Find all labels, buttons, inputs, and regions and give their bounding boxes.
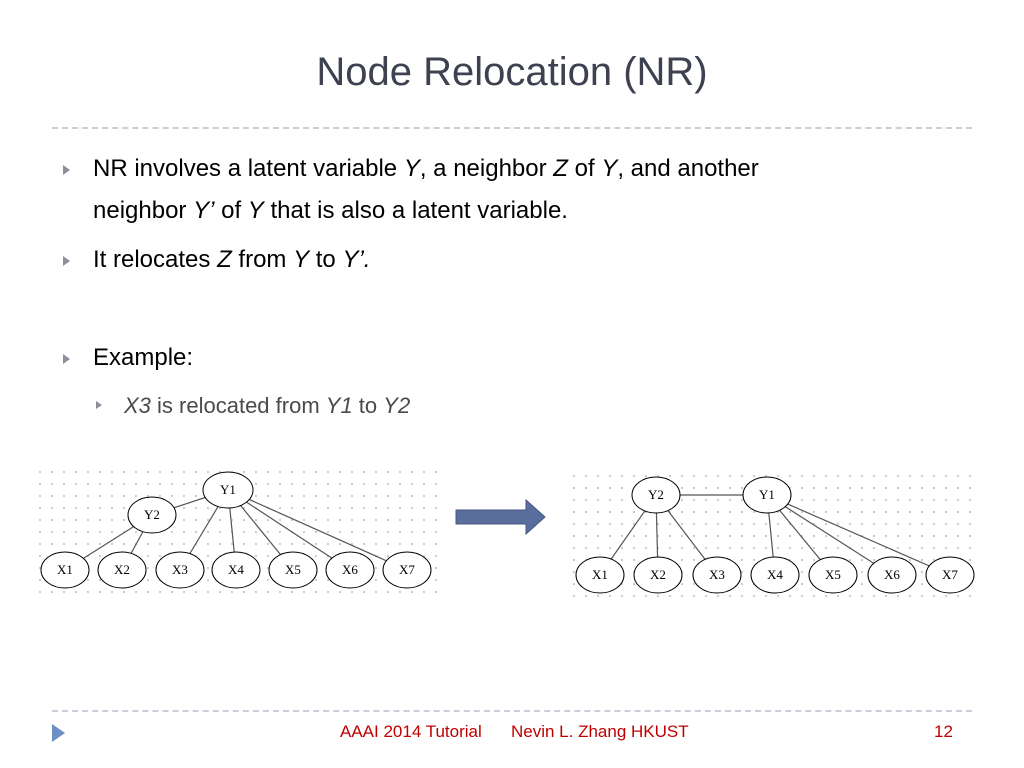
node-X6 xyxy=(325,551,375,589)
bullet-2: It relocates Z from Y to Y’. xyxy=(93,246,371,273)
label-X6: X6 xyxy=(342,562,358,577)
label-X5: X5 xyxy=(825,567,841,582)
label-X7: X7 xyxy=(399,562,415,577)
corner-triangle-icon xyxy=(52,724,65,742)
node-X3 xyxy=(692,556,742,594)
sub-bullet-example: X3 is relocated from Y1 to Y2 xyxy=(124,393,411,418)
node-X4 xyxy=(211,551,261,589)
label-X1: X1 xyxy=(57,562,73,577)
label-X2: X2 xyxy=(650,567,666,582)
page-number: 12 xyxy=(934,722,953,741)
label-X3: X3 xyxy=(709,567,725,582)
node-Y2 xyxy=(631,476,681,514)
footer-divider xyxy=(52,710,972,712)
node-Y1 xyxy=(202,471,254,509)
label-X7: X7 xyxy=(942,567,958,582)
node-X5 xyxy=(268,551,318,589)
bullet-1-line-2: neighbor Y’ of Y that is also a latent v… xyxy=(93,197,568,224)
node-X6 xyxy=(867,556,917,594)
label-X4: X4 xyxy=(767,567,783,582)
label-X4: X4 xyxy=(228,562,244,577)
title-divider xyxy=(52,127,972,129)
sub-bullet-arrow-icon xyxy=(96,401,102,409)
bullet-arrow-icon xyxy=(63,256,70,266)
slide-title: Node Relocation (NR) xyxy=(316,50,708,94)
label-X5: X5 xyxy=(285,562,301,577)
node-X4 xyxy=(750,556,800,594)
node-X5 xyxy=(808,556,858,594)
node-X1 xyxy=(40,551,90,589)
node-X7 xyxy=(382,551,432,589)
footer-author: Nevin L. Zhang HKUST xyxy=(511,722,689,741)
bullet-arrow-icon xyxy=(63,165,70,175)
label-X3: X3 xyxy=(172,562,188,577)
label-Y1: Y1 xyxy=(220,482,236,497)
label-Y2: Y2 xyxy=(648,487,664,502)
label-Y2: Y2 xyxy=(144,507,160,522)
label-X6: X6 xyxy=(884,567,900,582)
node-X2 xyxy=(633,556,683,594)
node-Y2 xyxy=(127,496,177,534)
label-Y1: Y1 xyxy=(759,487,775,502)
label-X2: X2 xyxy=(114,562,130,577)
transition-arrow-icon xyxy=(455,498,546,536)
bullet-3: Example: xyxy=(93,344,194,371)
node-X3 xyxy=(155,551,205,589)
node-X2 xyxy=(97,551,147,589)
bullet-1-line-1: NR involves a latent variable Y, a neigh… xyxy=(93,155,759,182)
node-X7 xyxy=(925,556,975,594)
node-X1 xyxy=(575,556,625,594)
footer-conference: AAAI 2014 Tutorial xyxy=(340,722,482,741)
label-X1: X1 xyxy=(592,567,608,582)
node-Y1 xyxy=(742,476,792,514)
bullet-arrow-icon xyxy=(63,354,70,364)
